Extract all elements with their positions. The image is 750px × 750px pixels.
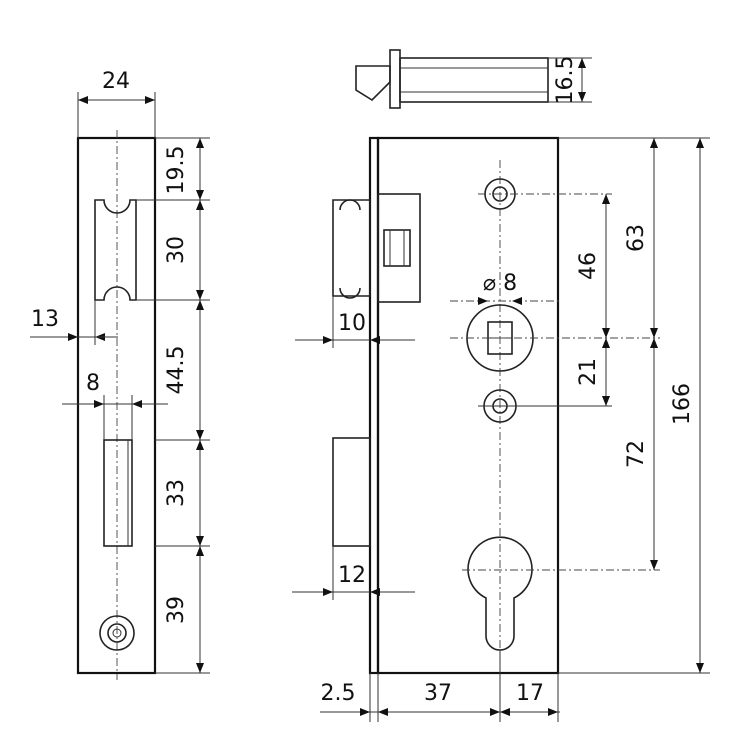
dim-backset: 37 xyxy=(424,681,452,706)
latch-bolt xyxy=(332,193,421,303)
strike-bolt-opening xyxy=(103,439,133,547)
strike-plate-outline xyxy=(76,136,157,675)
dim-handle-to-top: 63 xyxy=(624,224,649,252)
dim-strike-bolt-opening: 33 xyxy=(164,479,189,507)
dim-case-height: 166 xyxy=(670,383,695,425)
lock-body-view: ⌀ 8 46 21 63 72 166 xyxy=(292,136,710,722)
dim-spindle-square: ⌀ 8 xyxy=(483,271,517,296)
dim-strike-slot-width: 8 xyxy=(86,371,100,396)
strike-latch-opening xyxy=(94,199,137,301)
dim-strike-latch-opening: 30 xyxy=(164,236,189,264)
dim-faceplate-thickness: 2.5 xyxy=(321,681,356,706)
dim-handle-to-bottom-screw: 21 xyxy=(576,358,601,386)
bolt-flange xyxy=(389,49,401,109)
dim-strike-width: 24 xyxy=(102,69,130,94)
bolt-body xyxy=(399,57,549,103)
dim-handle-to-cylinder: 72 xyxy=(624,440,649,468)
dim-strike-top: 19.5 xyxy=(164,146,189,195)
dim-strike-offset: 13 xyxy=(31,307,59,332)
cylinder-cutout xyxy=(467,536,533,651)
strike-plate-view: 24 19.5 30 44.5 33 39 13 xyxy=(30,69,210,680)
deadbolt xyxy=(332,437,371,547)
dim-case-rear: 17 xyxy=(516,681,544,706)
dim-strike-bottom: 39 xyxy=(164,596,189,624)
strike-screw-hole-core xyxy=(112,628,122,638)
strike-screw-hole-inner xyxy=(107,623,127,643)
dim-deadbolt-projection: 12 xyxy=(338,563,366,588)
dim-bolt-height: 16.5 xyxy=(553,56,578,105)
dim-handle-to-top-screw: 46 xyxy=(576,252,601,280)
strike-screw-hole-outer xyxy=(99,615,135,651)
dim-latch-projection: 10 xyxy=(338,311,366,336)
bolt-tip xyxy=(355,65,391,102)
bolt-top-view: 16.5 xyxy=(355,49,592,109)
dim-strike-middle: 44.5 xyxy=(164,346,189,395)
